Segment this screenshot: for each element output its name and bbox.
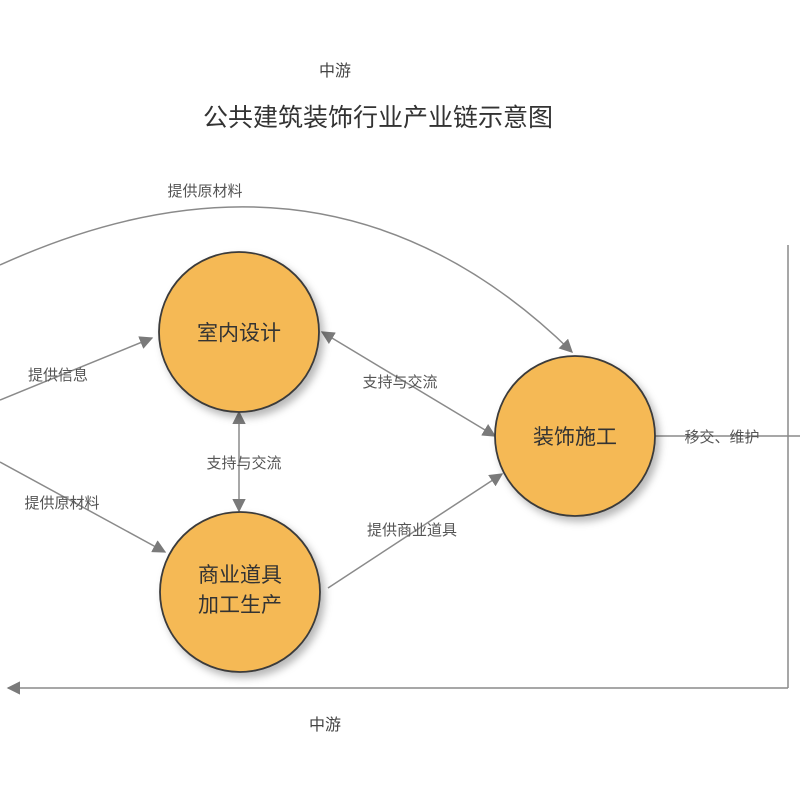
node-interior-design-label: 室内设计: [197, 321, 281, 345]
label-left-material: 提供原材料: [24, 494, 99, 512]
bottom-stage-label: 中游: [309, 715, 341, 734]
diagram-title: 公共建筑装饰行业产业链示意图: [203, 103, 553, 132]
label-handover: 移交、维护: [684, 428, 759, 446]
node-decoration-construction-label: 装饰施工: [533, 425, 617, 449]
node-decoration-construction: 装饰施工: [494, 355, 656, 517]
arrow-provide-props: [327, 473, 504, 589]
arrow-left-material: [0, 461, 167, 553]
arrow-support-upper: [320, 331, 497, 437]
top-stage-label: 中游: [319, 61, 351, 80]
node-interior-design: 室内设计: [158, 251, 320, 413]
arrow-top-supply: [0, 206, 573, 353]
node-commercial-props-production: 商业道具 加工生产: [159, 511, 321, 673]
label-top-supply: 提供原材料: [167, 182, 242, 200]
node-props-label-line1: 商业道具: [198, 563, 282, 587]
label-left-info: 提供信息: [28, 366, 88, 384]
label-support-upper: 支持与交流: [362, 373, 437, 391]
label-support-middle: 支持与交流: [206, 454, 281, 472]
node-props-label-line2: 加工生产: [198, 593, 282, 617]
arrow-left-info: [0, 336, 154, 401]
label-provide-props: 提供商业道具: [367, 521, 457, 539]
